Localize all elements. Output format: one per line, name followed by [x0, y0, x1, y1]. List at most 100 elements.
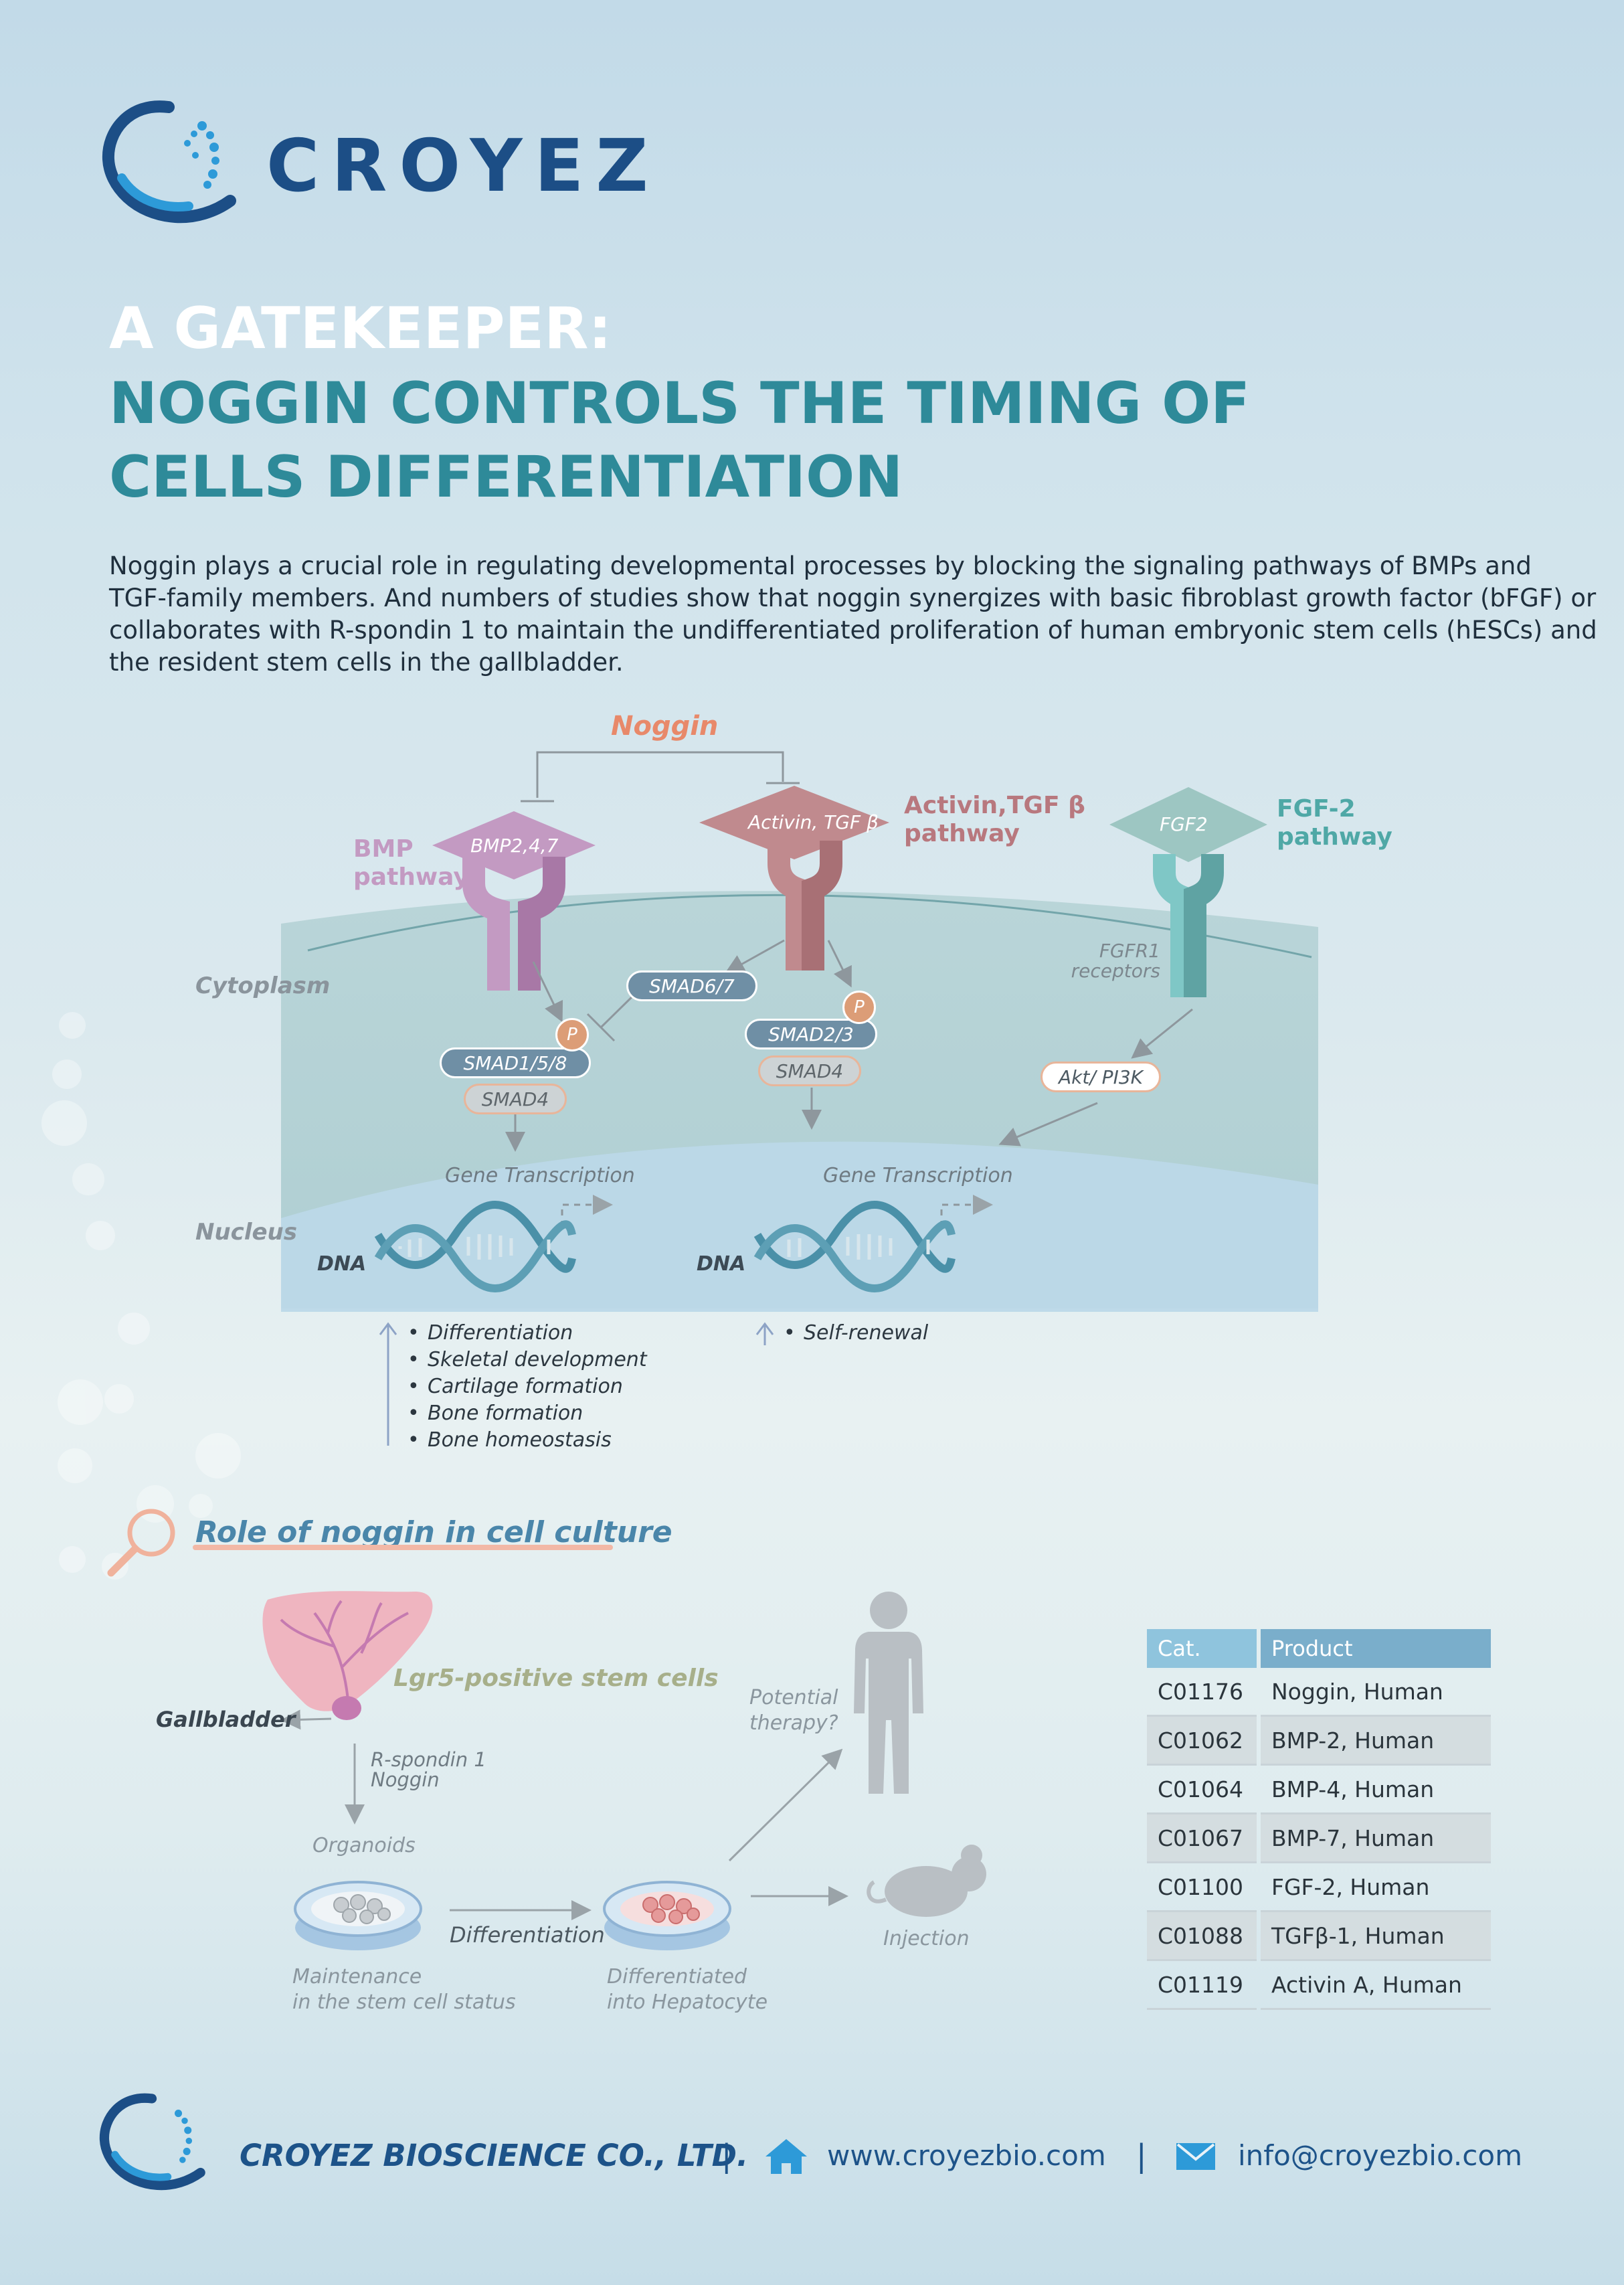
- product-cell: TGFβ-1, Human: [1261, 1912, 1491, 1961]
- intro-line: Noggin plays a crucial role in regulatin…: [109, 552, 1532, 580]
- fgf-pathway-label: FGF-2 pathway: [1277, 795, 1392, 851]
- smad23-pill: SMAD2/3: [745, 1019, 877, 1049]
- maintenance-caption: Maintenance in the stem cell status: [292, 1964, 516, 2015]
- mail-icon: [1176, 2143, 1215, 2170]
- akt-pi3k-pill: Akt/ PI3K: [1041, 1062, 1161, 1092]
- list-item: Cartilage formation: [408, 1373, 647, 1400]
- potential-line-1: Potential: [749, 1686, 838, 1709]
- list-item: Differentiation: [408, 1320, 647, 1347]
- bmp-receptor: [432, 811, 596, 991]
- website-link[interactable]: www.croyezbio.com: [827, 2139, 1106, 2172]
- activin-pathway-label: Activin,TGF β pathway: [904, 792, 1085, 848]
- list-item: Bone homeostasis: [408, 1427, 647, 1454]
- receptors-label: receptors: [1071, 960, 1160, 982]
- differentiated-caption: Differentiated into Hepatocyte: [607, 1964, 768, 2015]
- product-cell: Activin A, Human: [1261, 1961, 1491, 2010]
- maintenance-line-2: in the stem cell status: [292, 1991, 516, 2014]
- nucleus-label: Nucleus: [195, 1219, 297, 1246]
- footer-company-name: CROYEZ BIOSCIENCE CO., LTD.: [240, 2138, 749, 2173]
- brand-name: CROYEZ: [266, 124, 660, 208]
- gallbladder-label: Gallbladder: [156, 1707, 296, 1732]
- fgf-pathway-label-1: FGF-2: [1277, 795, 1356, 823]
- bmp-outcomes-list: Differentiation Skeletal development Car…: [408, 1320, 647, 1454]
- title-line-2: NOGGIN CONTROLS THE TIMING OF: [109, 370, 1250, 437]
- header-product: Product: [1261, 1629, 1491, 1668]
- noggin-inhibitor-bracket: [521, 751, 800, 802]
- product-cell: FGF-2, Human: [1261, 1863, 1491, 1912]
- noggin-label: Noggin: [611, 711, 719, 742]
- title-line-3: CELLS DIFFERENTIATION: [109, 444, 903, 511]
- culture-illustration: [262, 1591, 986, 1950]
- cat-cell: C01062: [1147, 1717, 1257, 1766]
- dna-helix-right: [753, 1201, 956, 1292]
- croyez-logo-icon: [102, 100, 236, 224]
- smad4-left-pill: SMAD4: [464, 1084, 567, 1114]
- differentiation-arrow-label: Differentiation: [450, 1922, 605, 1948]
- activin-pathway-label-1: Activin,TGF β: [904, 792, 1085, 819]
- maintenance-line-1: Maintenance: [292, 1965, 422, 1988]
- intro-line: TGF-family members. And numbers of studi…: [109, 584, 1597, 612]
- injection-caption: Injection: [883, 1927, 970, 1950]
- potential-therapy-caption: Potential therapy?: [749, 1685, 838, 1736]
- product-cell: BMP-2, Human: [1261, 1717, 1491, 1766]
- lgr5-label: Lgr5-positive stem cells: [393, 1665, 719, 1692]
- intro-paragraph: Noggin plays a crucial role in regulatin…: [109, 550, 1597, 679]
- activin-pathway-label-2: pathway: [904, 820, 1020, 847]
- fgf-pathway-label-2: pathway: [1277, 823, 1392, 851]
- cat-cell: C01176: [1147, 1668, 1257, 1717]
- cat-cell: C01100: [1147, 1863, 1257, 1912]
- activin-receptor: [699, 786, 889, 970]
- table-header-row: Cat. Product: [1147, 1629, 1491, 1668]
- house-icon: [765, 2139, 807, 2174]
- tgf-outcomes-list: Self-renewal: [784, 1320, 928, 1347]
- intro-line: the resident stem cells in the gallbladd…: [109, 648, 624, 677]
- mouse-icon: [867, 1845, 986, 1917]
- product-cell: BMP-7, Human: [1261, 1814, 1491, 1863]
- petri-dish-hepatocytes: [603, 1881, 731, 1950]
- cat-cell: C01088: [1147, 1912, 1257, 1961]
- bmp-ligand-label: BMP2,4,7: [470, 835, 559, 857]
- bmp-pathway-label-2: pathway: [353, 863, 469, 891]
- email-link[interactable]: info@croyezbio.com: [1238, 2139, 1522, 2172]
- cytoplasm-label: Cytoplasm: [195, 972, 331, 999]
- dna-label-left: DNA: [317, 1252, 367, 1276]
- potential-line-2: therapy?: [749, 1711, 838, 1735]
- bmp-pathway-label: BMP pathway: [353, 835, 469, 892]
- list-item: Self-renewal: [784, 1320, 928, 1347]
- cat-cell: C01119: [1147, 1961, 1257, 2010]
- gene-transcription-right: Gene Transcription: [823, 1164, 1013, 1187]
- petri-dish-organoids: [294, 1881, 422, 1950]
- smad4-right-pill: SMAD4: [758, 1055, 861, 1086]
- fgfr1-receptors-label: FGFR1 receptors: [1071, 941, 1160, 981]
- title-underline: [193, 1545, 613, 1550]
- footer-separator: |: [1136, 2138, 1147, 2174]
- gene-transcription-left: Gene Transcription: [445, 1164, 635, 1187]
- dna-helix-left: [374, 1201, 576, 1292]
- footer-separator: |: [721, 2138, 732, 2174]
- fgf-receptor: [1109, 787, 1267, 997]
- factors-label: R-spondin 1 Noggin: [371, 1750, 486, 1790]
- list-item: Skeletal development: [408, 1347, 647, 1373]
- smad158-pill: SMAD1/5/8: [440, 1047, 591, 1078]
- liver-icon: [262, 1591, 433, 1720]
- intro-line: collaborates with R-spondin 1 to maintai…: [109, 616, 1597, 645]
- smad67-pill: SMAD6/7: [626, 970, 757, 1001]
- culture-section-title: Role of noggin in cell culture: [195, 1515, 672, 1549]
- activin-ligand-label: Activin, TGF β: [748, 811, 879, 833]
- pathway-diagram: [281, 751, 1318, 1446]
- factor-noggin: Noggin: [371, 1768, 440, 1791]
- phosphate-badge-left: P: [555, 1018, 589, 1051]
- list-item: Bone formation: [408, 1400, 647, 1427]
- phosphate-badge-right: P: [842, 991, 876, 1024]
- differentiated-line-2: into Hepatocyte: [607, 1991, 768, 2014]
- organoids-label: Organoids: [312, 1834, 416, 1857]
- bmp-pathway-label-1: BMP: [353, 835, 414, 863]
- header-cat: Cat.: [1147, 1629, 1257, 1668]
